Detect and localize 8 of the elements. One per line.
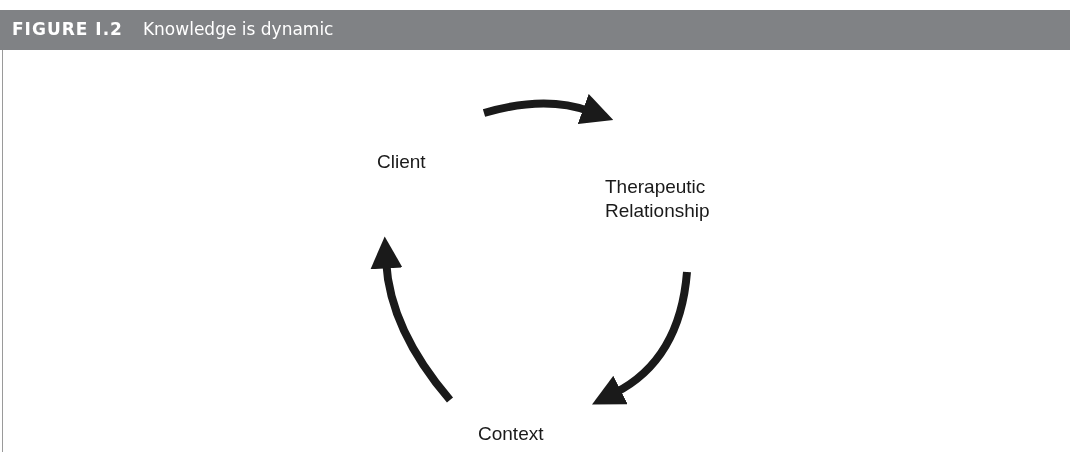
figure-number: FIGURE I.2	[12, 18, 123, 42]
figure-title: Knowledge is dynamic	[142, 18, 334, 42]
curved-arrow	[482, 93, 614, 125]
node-label: Therapeutic Relationship	[605, 175, 711, 223]
curved-arrow	[370, 236, 454, 403]
node-label: Context	[478, 422, 545, 446]
node-label: Client	[377, 150, 427, 174]
curved-arrow	[592, 271, 691, 406]
